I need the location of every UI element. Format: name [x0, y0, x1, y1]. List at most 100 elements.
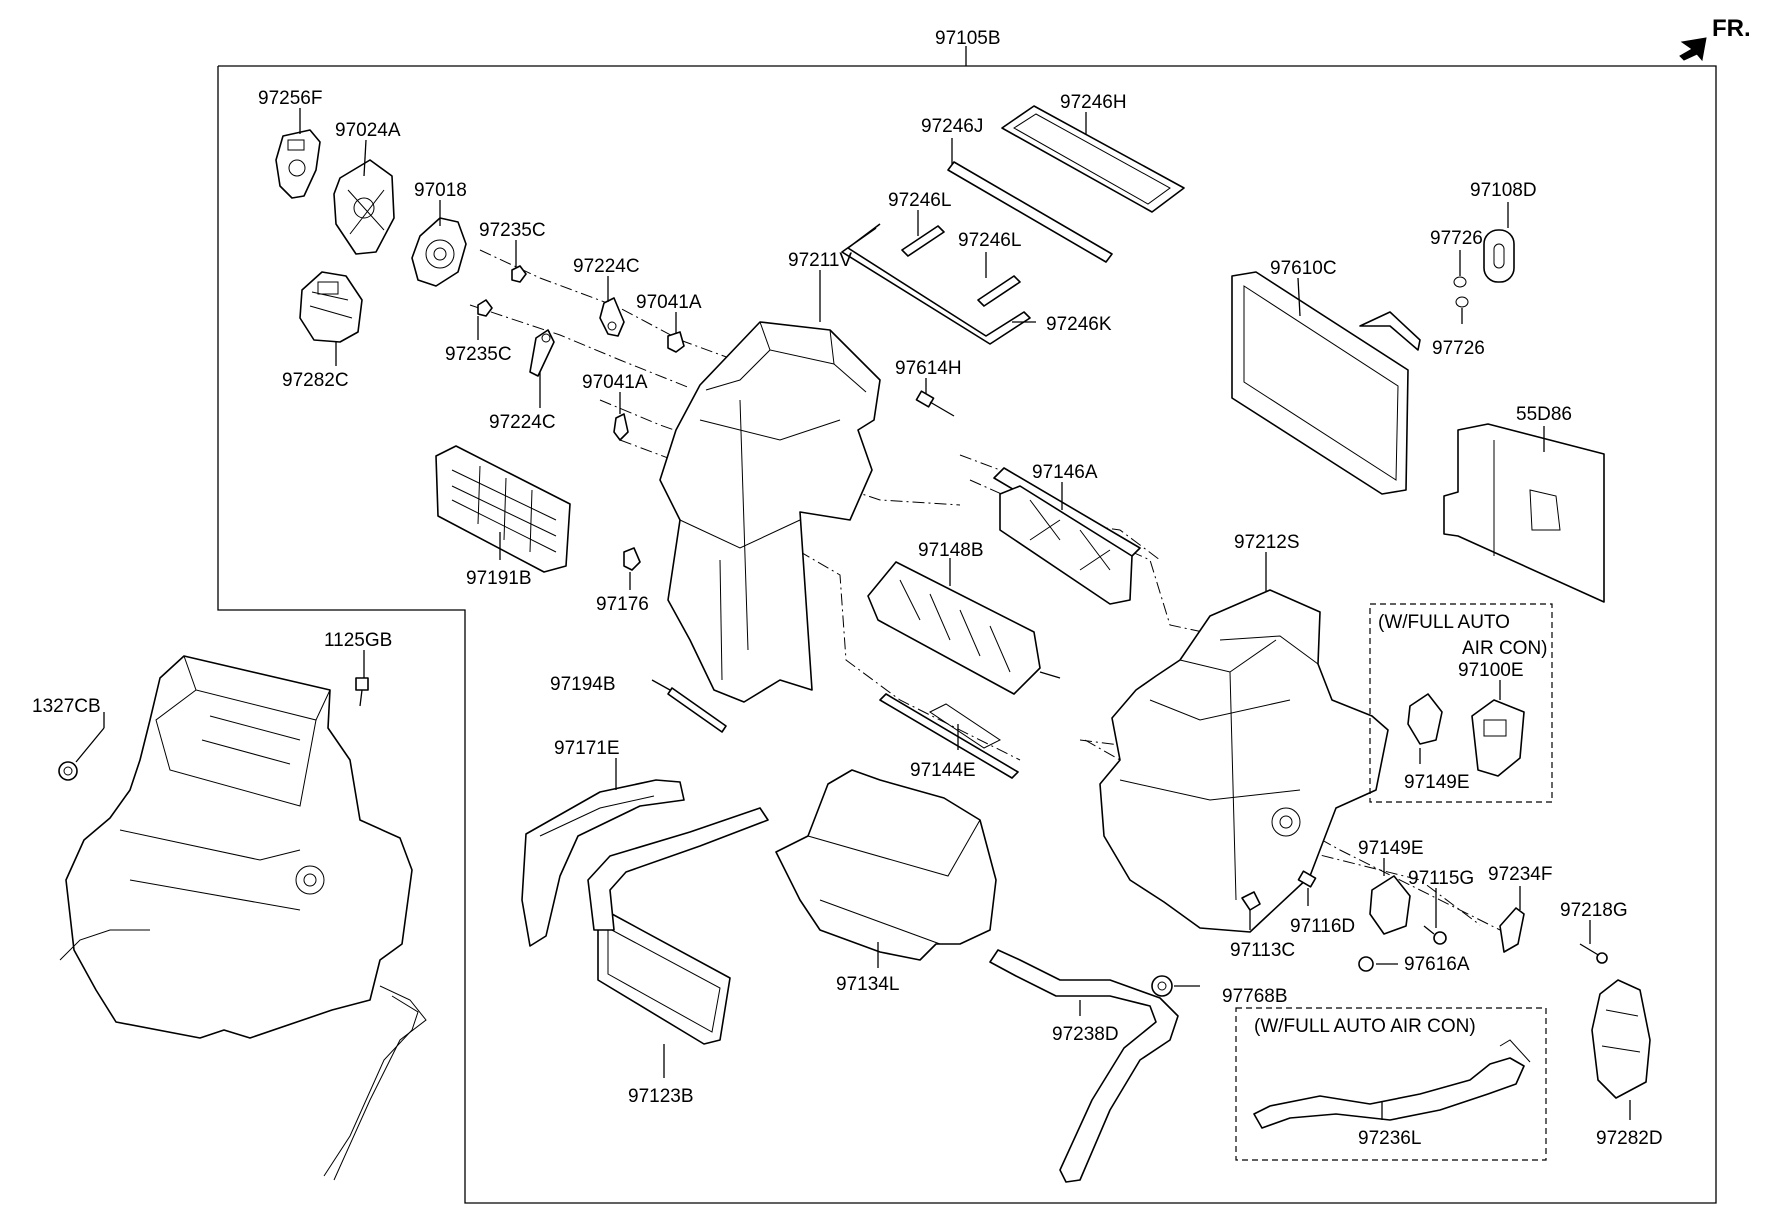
callout-97235C-upper: 97235C — [479, 220, 546, 241]
callout-97246K: 97246K — [1046, 314, 1112, 335]
callout-97024A: 97024A — [335, 120, 401, 141]
callout-97218G: 97218G — [1560, 900, 1628, 921]
actuator-97024A-part — [333, 159, 395, 255]
lever-97224C-upper-part — [599, 297, 625, 337]
nut-1327CB-part — [58, 761, 78, 781]
callout-97041A-lower: 97041A — [582, 372, 648, 393]
door-rod-97144E-part — [879, 693, 1019, 779]
lever-97149E-lower-part — [1369, 875, 1411, 935]
cover-97282C-part — [299, 271, 363, 343]
callout-97115G: 97115G — [1408, 868, 1474, 889]
heater-core-97123B-part — [587, 807, 769, 1045]
callout-97768B: 97768B — [1222, 986, 1288, 1007]
callout-97144E: 97144E — [910, 760, 976, 781]
callout-97235C-lower: 97235C — [445, 344, 512, 365]
heater-unit-assembly-part — [59, 655, 427, 1181]
heater-case-97212S-part — [1099, 589, 1389, 933]
callout-97191B: 97191B — [466, 568, 532, 589]
callout-97246H: 97246H — [1060, 92, 1127, 113]
callout-97236L: 97236L — [1358, 1128, 1421, 1149]
callout-97610C: 97610C — [1270, 258, 1337, 279]
duct-97171E-part — [521, 779, 685, 947]
callout-1327CB: 1327CB — [32, 696, 101, 717]
grille-97191B-part — [435, 445, 571, 573]
option-box-lower-title: (W/FULL AUTO AIR CON) — [1254, 1016, 1476, 1037]
grommet-97234F-part — [1499, 907, 1525, 953]
callout-97224C-upper: 97224C — [573, 256, 640, 277]
callout-97256F: 97256F — [258, 88, 322, 109]
auto-air-con-option-box-upper — [1369, 603, 1553, 803]
hose-97236L-part — [1253, 1039, 1531, 1129]
sensor-97116D-part — [1297, 870, 1317, 888]
option-box-upper-line1: (W/FULL AUTO — [1378, 612, 1510, 633]
callout-97134L: 97134L — [836, 974, 899, 995]
callout-97282C: 97282C — [282, 370, 349, 391]
callout-97194B: 97194B — [550, 674, 616, 695]
callout-97105B: 97105B — [935, 28, 1001, 49]
seal-97194B-part — [667, 687, 727, 733]
clip-97176-part — [623, 547, 641, 571]
callout-97113C: 97113C — [1230, 940, 1295, 961]
lever-97224C-lower-part — [529, 329, 555, 377]
callout-97149E-lower: 97149E — [1358, 838, 1424, 859]
callout-97224C-lower: 97224C — [489, 412, 556, 433]
callout-97238D: 97238D — [1052, 1024, 1119, 1045]
filter-cover-97246H-part — [1001, 105, 1185, 213]
callout-97616A: 97616A — [1404, 954, 1470, 975]
evaporator-97610C-part — [1231, 271, 1421, 495]
motor-97018-part — [411, 217, 467, 287]
o-ring-97726-upper-part — [1453, 276, 1467, 288]
sensor-97614H-part — [915, 390, 955, 417]
seal-strip-97246K-part — [841, 223, 1031, 345]
door-97148B-part — [867, 561, 1061, 695]
pin-97041A-upper-part — [667, 331, 685, 353]
callout-55D86: 55D86 — [1516, 404, 1572, 425]
drain-pan-97134L-part — [775, 769, 997, 961]
actuator-97100E-part — [1471, 699, 1525, 777]
clip-97113C-part — [1241, 891, 1261, 911]
callout-97211V: 97211V — [788, 250, 852, 271]
callout-97212S: 97212S — [1234, 532, 1300, 553]
callout-1125GB: 1125GB — [324, 630, 392, 651]
callout-97041A-upper: 97041A — [636, 292, 702, 313]
bolt-1125GB-part — [355, 677, 369, 707]
seal-strip-97246L-lower-part — [977, 275, 1021, 307]
grommet-97616A-part — [1358, 956, 1374, 972]
callout-97282D: 97282D — [1596, 1128, 1663, 1149]
callout-97018: 97018 — [414, 180, 467, 201]
callout-97108D: 97108D — [1470, 180, 1537, 201]
grommet-97768B-part — [1151, 975, 1173, 997]
screw-97218G-part — [1579, 943, 1608, 964]
callout-97726-lower: 97726 — [1432, 338, 1485, 359]
callout-97116D: 97116D — [1290, 916, 1355, 937]
seal-strip-97246L-upper-part — [901, 225, 945, 257]
callout-97614H: 97614H — [895, 358, 962, 379]
actuator-97256F-part — [275, 129, 321, 199]
callout-97246L-lower: 97246L — [958, 230, 1021, 251]
callout-97123B: 97123B — [628, 1086, 694, 1107]
heater-case-97211V-part — [659, 321, 881, 703]
seal-strip-97246J-part — [947, 161, 1113, 263]
callout-97100E: 97100E — [1458, 660, 1524, 681]
callout-97234F: 97234F — [1488, 864, 1552, 885]
clip-97235C-upper-part — [511, 265, 527, 283]
callout-97171E: 97171E — [554, 738, 620, 759]
callout-97726-upper: 97726 — [1430, 228, 1483, 249]
cover-97282D-part — [1591, 979, 1651, 1099]
screw-97115G-part — [1423, 925, 1447, 945]
callout-97148B: 97148B — [918, 540, 984, 561]
assembly-frame — [217, 65, 1717, 1204]
clip-97235C-lower-part — [477, 299, 493, 317]
front-direction-arrow — [1679, 37, 1707, 62]
option-box-upper-line2: AIR CON) — [1462, 638, 1548, 659]
front-label: FR. — [1712, 15, 1751, 42]
insulation-55D86-part — [1443, 423, 1605, 603]
filter-97146A-part — [993, 467, 1141, 605]
pin-97041A-lower-part — [613, 413, 629, 441]
callout-97176: 97176 — [596, 594, 649, 615]
callout-97246L-upper: 97246L — [888, 190, 951, 211]
lever-97149E-upper-part — [1407, 693, 1443, 745]
leader-lines — [75, 108, 1631, 1120]
callout-97246J: 97246J — [921, 116, 983, 137]
callout-97146A: 97146A — [1032, 462, 1098, 483]
